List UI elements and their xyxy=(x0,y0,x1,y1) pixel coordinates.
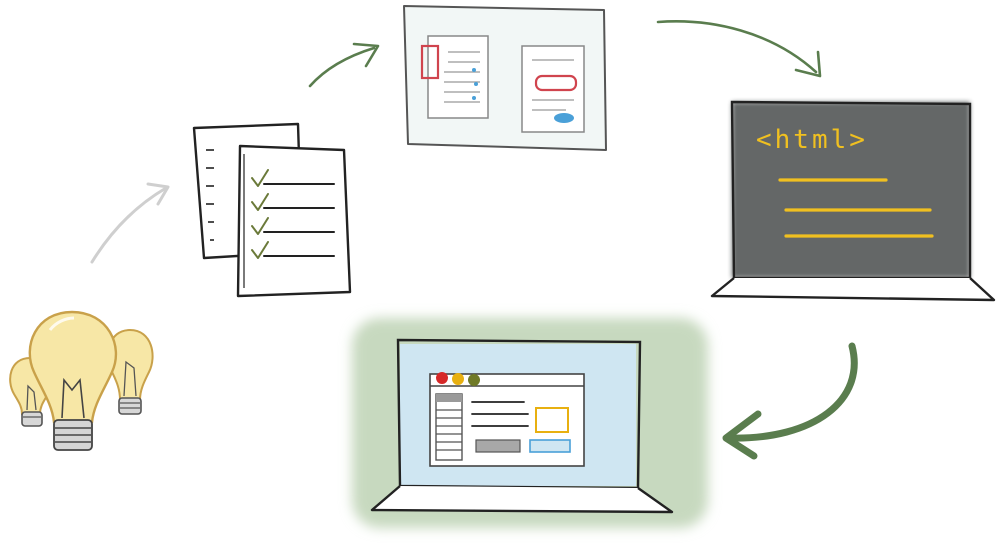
submit-button-mock xyxy=(529,439,571,453)
arrow-code-to-browser xyxy=(726,342,858,442)
checkmark-icon xyxy=(251,241,269,259)
html-code-label: <html> xyxy=(756,125,868,155)
wireframe-blue-button xyxy=(554,113,574,123)
checkmark-icon xyxy=(251,217,269,235)
arrow-head-code xyxy=(794,50,822,78)
arrow-head-ideas xyxy=(146,182,170,206)
close-dot-icon xyxy=(436,372,448,384)
code-laptop-base xyxy=(710,277,996,302)
paper-front xyxy=(236,144,352,298)
checkmark-icon xyxy=(251,193,269,211)
checkmark-icon xyxy=(251,169,269,187)
checklist-items xyxy=(251,169,335,259)
arrow-head-wireframe xyxy=(352,42,380,68)
code-laptop: <html> xyxy=(710,100,996,302)
minimize-dot-icon xyxy=(452,373,464,385)
wireframe-sketch xyxy=(403,5,607,151)
lightbulbs-illustration xyxy=(9,310,154,451)
content-image-placeholder xyxy=(535,407,569,433)
arrow-wireframe-to-code xyxy=(656,20,818,74)
browser-laptop-base xyxy=(370,485,674,514)
website-laptop xyxy=(352,318,708,528)
code-screen-wash xyxy=(732,102,970,278)
requirements-checklist-papers xyxy=(192,122,352,298)
wireframe-red-tab xyxy=(420,44,440,80)
arrow-ideas-to-requirements xyxy=(90,186,168,264)
browser-window xyxy=(429,372,585,467)
arrow-head-browser xyxy=(722,410,762,460)
wireframe-red-button xyxy=(534,74,578,92)
lightbulb-small-right xyxy=(107,328,154,415)
cancel-button-mock xyxy=(475,439,521,453)
maximize-dot-icon xyxy=(468,374,480,386)
arrow-requirements-to-wireframe xyxy=(308,46,376,88)
lightbulb-large xyxy=(28,310,118,451)
